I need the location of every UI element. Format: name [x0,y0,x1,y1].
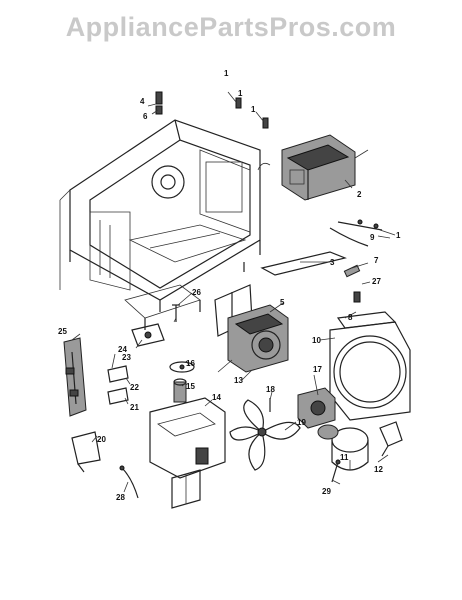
callout-22: 22 [130,383,139,392]
callout-14: 14 [212,393,221,402]
callout-12: 12 [374,465,383,474]
callout-16: 16 [186,359,195,368]
thermal-cutout [131,323,165,347]
callout-28: 28 [116,493,125,502]
loose-wires [119,459,341,499]
wire-harness [329,219,383,247]
switch-parts [169,361,195,403]
callout-2: 2 [357,190,362,199]
cabinet-chassis [59,119,261,330]
callout-4: 4 [140,97,145,106]
loose-screws [172,262,271,412]
watermark-text: AppliancePartsPros.com [65,12,397,42]
callout-7: 7 [374,256,379,265]
fan-shroud [329,311,411,421]
callout-3: 3 [330,258,335,267]
callout-21: 21 [130,403,139,412]
callout-13: 13 [234,376,243,385]
screw-group-1 [155,91,269,129]
callout-9: 9 [370,233,375,242]
callout-24: 24 [118,345,127,354]
callout-1: 1 [251,105,256,114]
callout-23: 23 [122,353,131,362]
latch-assembly [63,337,129,473]
callout-11: 11 [340,453,349,462]
callout-6: 6 [143,112,148,121]
air-guide [149,397,226,509]
callout-labels: 1 1 1 1 2 3 4 5 6 7 8 9 10 11 12 13 14 1… [58,69,401,502]
callout-10: 10 [312,336,321,345]
leader-lines [71,91,396,493]
callout-1: 1 [238,89,243,98]
clip-bracket [379,421,403,457]
callout-29: 29 [322,487,331,496]
callout-20: 20 [97,435,106,444]
callout-1: 1 [224,69,229,78]
magnetron [217,304,289,373]
callout-1: 1 [396,231,401,240]
callout-8: 8 [348,313,353,322]
callout-19: 19 [297,418,306,427]
callout-5: 5 [280,298,285,307]
callout-17: 17 [313,365,322,374]
callout-26: 26 [192,288,201,297]
callout-25: 25 [58,327,67,336]
callout-27: 27 [372,277,381,286]
transformer [257,134,369,201]
callout-15: 15 [186,382,195,391]
fan-motor [297,387,336,429]
callout-18: 18 [266,385,275,394]
fan-blade [229,399,301,471]
duct-cylinder [317,424,369,471]
small-parts [343,264,361,303]
